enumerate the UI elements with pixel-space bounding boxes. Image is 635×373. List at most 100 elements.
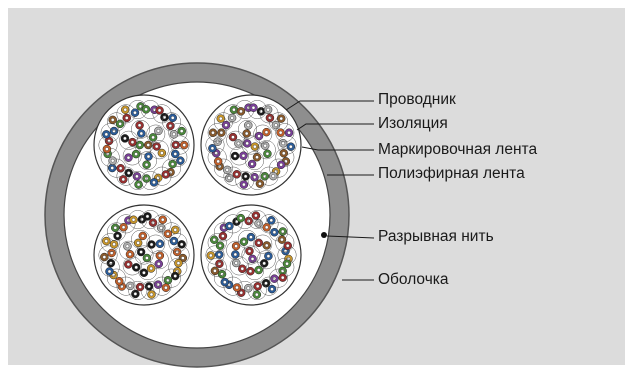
pair-outline <box>146 234 166 254</box>
conductor-core <box>182 143 186 147</box>
twisted-pair <box>162 112 182 132</box>
conductor-core <box>239 290 244 295</box>
conductor-core <box>209 253 213 258</box>
twisted-pair <box>275 123 295 143</box>
twisted-pair <box>245 151 264 171</box>
pair-outline <box>259 104 279 124</box>
conductor-core <box>158 253 162 258</box>
twisted-pair <box>205 245 225 265</box>
leader-insulation <box>296 123 374 131</box>
twisted-pair <box>149 250 169 270</box>
conductor-core <box>266 107 270 112</box>
conductor-core <box>239 216 243 220</box>
conductor-core <box>164 285 168 290</box>
conductor-core <box>136 241 140 245</box>
pair-outline <box>100 257 120 277</box>
pair-outline <box>213 222 233 242</box>
twisted-pair <box>247 171 267 190</box>
leader-conductor <box>285 100 374 111</box>
conductor-core <box>272 230 277 235</box>
twisted-pair <box>235 210 255 229</box>
conductor-core <box>217 252 221 257</box>
twisted-pair <box>162 268 182 288</box>
conductor-core <box>121 225 126 230</box>
twisted-pair <box>116 276 136 296</box>
twisted-pair <box>247 100 267 119</box>
conductor-core <box>233 252 238 257</box>
conductor-core <box>137 123 142 128</box>
conductor-core <box>131 217 136 222</box>
pair-outline <box>162 158 182 178</box>
twisted-pair <box>253 234 273 254</box>
conductor-core <box>239 109 243 114</box>
twisted-pair <box>235 281 255 300</box>
conductor-core <box>283 249 288 253</box>
conductor-core <box>134 265 138 270</box>
twisted-pair <box>106 222 126 242</box>
pair-outline <box>205 245 225 265</box>
conductor-core <box>173 274 178 278</box>
conductor-core <box>179 242 184 247</box>
conductor-core <box>156 129 161 133</box>
pair-outline <box>131 229 150 249</box>
twisted-pair <box>146 124 166 144</box>
conductor-core <box>240 266 245 271</box>
pair-outline <box>256 140 276 160</box>
conductor-core <box>212 237 217 242</box>
conductor-core <box>274 123 278 127</box>
conductor-core <box>118 122 122 126</box>
conductor-core <box>136 182 141 187</box>
twisted-pair <box>235 171 255 190</box>
label-ripcord: Разрывная нить <box>378 228 494 245</box>
twisted-pair <box>259 214 279 234</box>
conductor-core <box>145 214 150 219</box>
twisted-pair <box>247 281 267 300</box>
conductor-core <box>138 285 142 289</box>
pair-outline <box>275 233 295 253</box>
pair-outline <box>122 146 142 166</box>
pair-outline <box>247 171 267 190</box>
pair-outline <box>226 130 246 150</box>
conductor-core <box>234 244 238 248</box>
conductor-core <box>176 261 181 265</box>
pair-outline <box>106 268 126 288</box>
conductor-core <box>110 166 115 170</box>
twisted-pair <box>152 104 172 124</box>
conductor-core <box>139 131 144 136</box>
twisted-pair <box>259 166 279 186</box>
pair-outline <box>269 268 289 288</box>
pair-outline <box>128 171 148 190</box>
conductor-core <box>284 159 288 164</box>
twisted-pair <box>116 166 136 186</box>
conductor-core <box>113 226 118 230</box>
twisted-pair <box>241 245 261 265</box>
conductor-core <box>130 140 135 144</box>
twisted-pair <box>256 250 276 270</box>
conductor-core <box>128 252 132 257</box>
conductor-core <box>234 172 239 177</box>
conductor-core <box>279 162 283 167</box>
conductor-core <box>218 116 223 121</box>
conductor-core <box>256 221 261 226</box>
conductor-core <box>156 262 161 266</box>
twisted-pair <box>100 257 120 277</box>
conductor-core <box>270 287 274 291</box>
pair-outline <box>269 158 289 178</box>
conductor-core <box>126 171 131 175</box>
conductor-core <box>170 116 175 120</box>
conductor-core <box>230 116 234 120</box>
pair-outline <box>152 214 172 234</box>
conductor-core <box>146 143 150 147</box>
twisted-pair <box>223 166 243 186</box>
conductor-core <box>144 107 148 112</box>
twisted-pair <box>116 214 136 234</box>
twisted-pair <box>98 135 118 155</box>
conductor-core <box>246 123 251 128</box>
conductor-core <box>256 241 261 245</box>
conductor-core <box>160 151 164 155</box>
conductor-core <box>264 225 269 230</box>
conductor-core <box>216 159 220 164</box>
pair-outline <box>168 233 188 253</box>
pair-outline <box>134 245 154 265</box>
